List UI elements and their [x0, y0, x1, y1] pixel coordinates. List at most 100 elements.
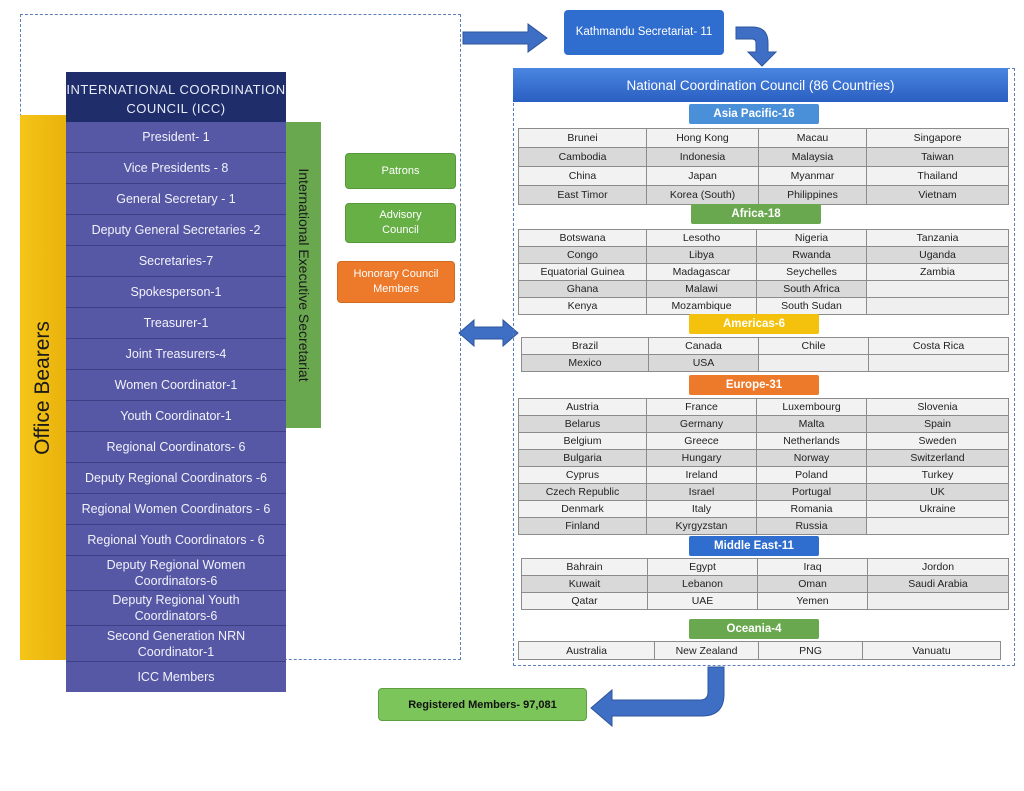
- region-header-label: Africa-18: [731, 208, 781, 220]
- advisory-council-box: Advisory Council: [345, 203, 456, 243]
- ncc-title-text: National Coordination Council (86 Countr…: [626, 77, 895, 93]
- country-cell: [867, 592, 1009, 610]
- patrons-box: Patrons: [345, 153, 456, 189]
- country-cell: Spain: [866, 415, 1009, 433]
- country-cell: Congo: [518, 246, 647, 264]
- country-cell: PNG: [758, 641, 863, 660]
- country-cell: Luxembourg: [756, 398, 867, 416]
- country-cell: Israel: [646, 483, 757, 501]
- icc-role-label: Women Coordinator-1: [114, 378, 238, 392]
- honorary-council-label: Honorary Council Members: [353, 268, 439, 295]
- country-cell: Italy: [646, 500, 757, 518]
- country-cell: South Sudan: [756, 297, 867, 315]
- country-cell: France: [646, 398, 757, 416]
- bent-arrow-down-icon: [735, 26, 778, 67]
- country-cell: Germany: [646, 415, 757, 433]
- country-cell: Belarus: [518, 415, 647, 433]
- country-cell: [758, 354, 869, 372]
- country-cell: Denmark: [518, 500, 647, 518]
- country-cell: Norway: [756, 449, 867, 467]
- country-cell: Romania: [756, 500, 867, 518]
- icc-role-row: Vice Presidents - 8: [66, 153, 286, 184]
- icc-role-row: Youth Coordinator-1: [66, 401, 286, 432]
- country-cell: [866, 280, 1009, 298]
- country-cell: Macau: [758, 128, 867, 148]
- country-cell: Ukraine: [866, 500, 1009, 518]
- country-cell: South Africa: [756, 280, 867, 298]
- advisory-council-label: Advisory Council: [379, 209, 422, 236]
- country-cell: Hungary: [646, 449, 757, 467]
- country-cell: Madagascar: [646, 263, 757, 281]
- country-cell: East Timor: [518, 185, 647, 205]
- icc-role-label: Youth Coordinator-1: [120, 409, 232, 423]
- icc-role-label: ICC Members: [137, 670, 215, 684]
- country-cell: Nigeria: [756, 229, 867, 247]
- country-cell: Sweden: [866, 432, 1009, 450]
- country-cell: USA: [648, 354, 759, 372]
- icc-role-row: General Secretary - 1: [66, 184, 286, 215]
- country-cell: China: [518, 166, 647, 186]
- patrons-label: Patrons: [381, 164, 420, 177]
- country-cell: Myanmar: [758, 166, 867, 186]
- country-cell: Taiwan: [866, 147, 1009, 167]
- icc-role-label: General Secretary - 1: [116, 192, 236, 206]
- country-cell: Cyprus: [518, 466, 647, 484]
- country-cell: UK: [866, 483, 1009, 501]
- country-cell: Hong Kong: [646, 128, 759, 148]
- country-cell: Malaysia: [758, 147, 867, 167]
- ies-bar: International Executive Secretariat: [286, 122, 321, 428]
- country-cell: Malta: [756, 415, 867, 433]
- country-cell: UAE: [647, 592, 758, 610]
- right-arrow-icon: [462, 23, 548, 53]
- region-header-label: Oceania-4: [726, 623, 782, 635]
- country-cell: Jordon: [867, 558, 1009, 576]
- country-cell: Kenya: [518, 297, 647, 315]
- region-header-oceania: Oceania-4: [689, 619, 819, 639]
- region-header-label: Europe-31: [725, 379, 783, 391]
- country-cell: Finland: [518, 517, 647, 535]
- country-cell: Russia: [756, 517, 867, 535]
- icc-title-text: INTERNATIONAL COORDINATION COUNCIL (ICC): [66, 82, 286, 116]
- country-cell: Rwanda: [756, 246, 867, 264]
- country-cell: Lesotho: [646, 229, 757, 247]
- country-cell: Czech Republic: [518, 483, 647, 501]
- country-cell: Korea (South): [646, 185, 759, 205]
- country-cell: Cambodia: [518, 147, 647, 167]
- country-cell: Thailand: [866, 166, 1009, 186]
- icc-role-row: Deputy Regional Youth Coordinators-6: [66, 591, 286, 626]
- country-cell: Botswana: [518, 229, 647, 247]
- registered-members-label: Registered Members- 97,081: [408, 698, 557, 711]
- kathmandu-secretariat-label: Kathmandu Secretariat- 11: [575, 26, 713, 38]
- country-cell: Bulgaria: [518, 449, 647, 467]
- icc-role-label: Deputy General Secretaries -2: [91, 223, 261, 237]
- country-cell: New Zealand: [654, 641, 759, 660]
- icc-role-row: President- 1: [66, 122, 286, 153]
- country-cell: [866, 297, 1009, 315]
- region-header-europe: Europe-31: [689, 375, 819, 395]
- country-cell: Vanuatu: [862, 641, 1001, 660]
- icc-role-row: Spokesperson-1: [66, 277, 286, 308]
- country-cell: Australia: [518, 641, 655, 660]
- double-arrow-icon: [458, 318, 519, 348]
- country-cell: Costa Rica: [868, 337, 1009, 355]
- icc-role-row: Regional Coordinators- 6: [66, 432, 286, 463]
- icc-role-label: Second Generation NRN Coordinator-1: [106, 628, 246, 659]
- country-cell: Turkey: [866, 466, 1009, 484]
- country-cell: Saudi Arabia: [867, 575, 1009, 593]
- region-header-label: Middle East-11: [714, 540, 794, 552]
